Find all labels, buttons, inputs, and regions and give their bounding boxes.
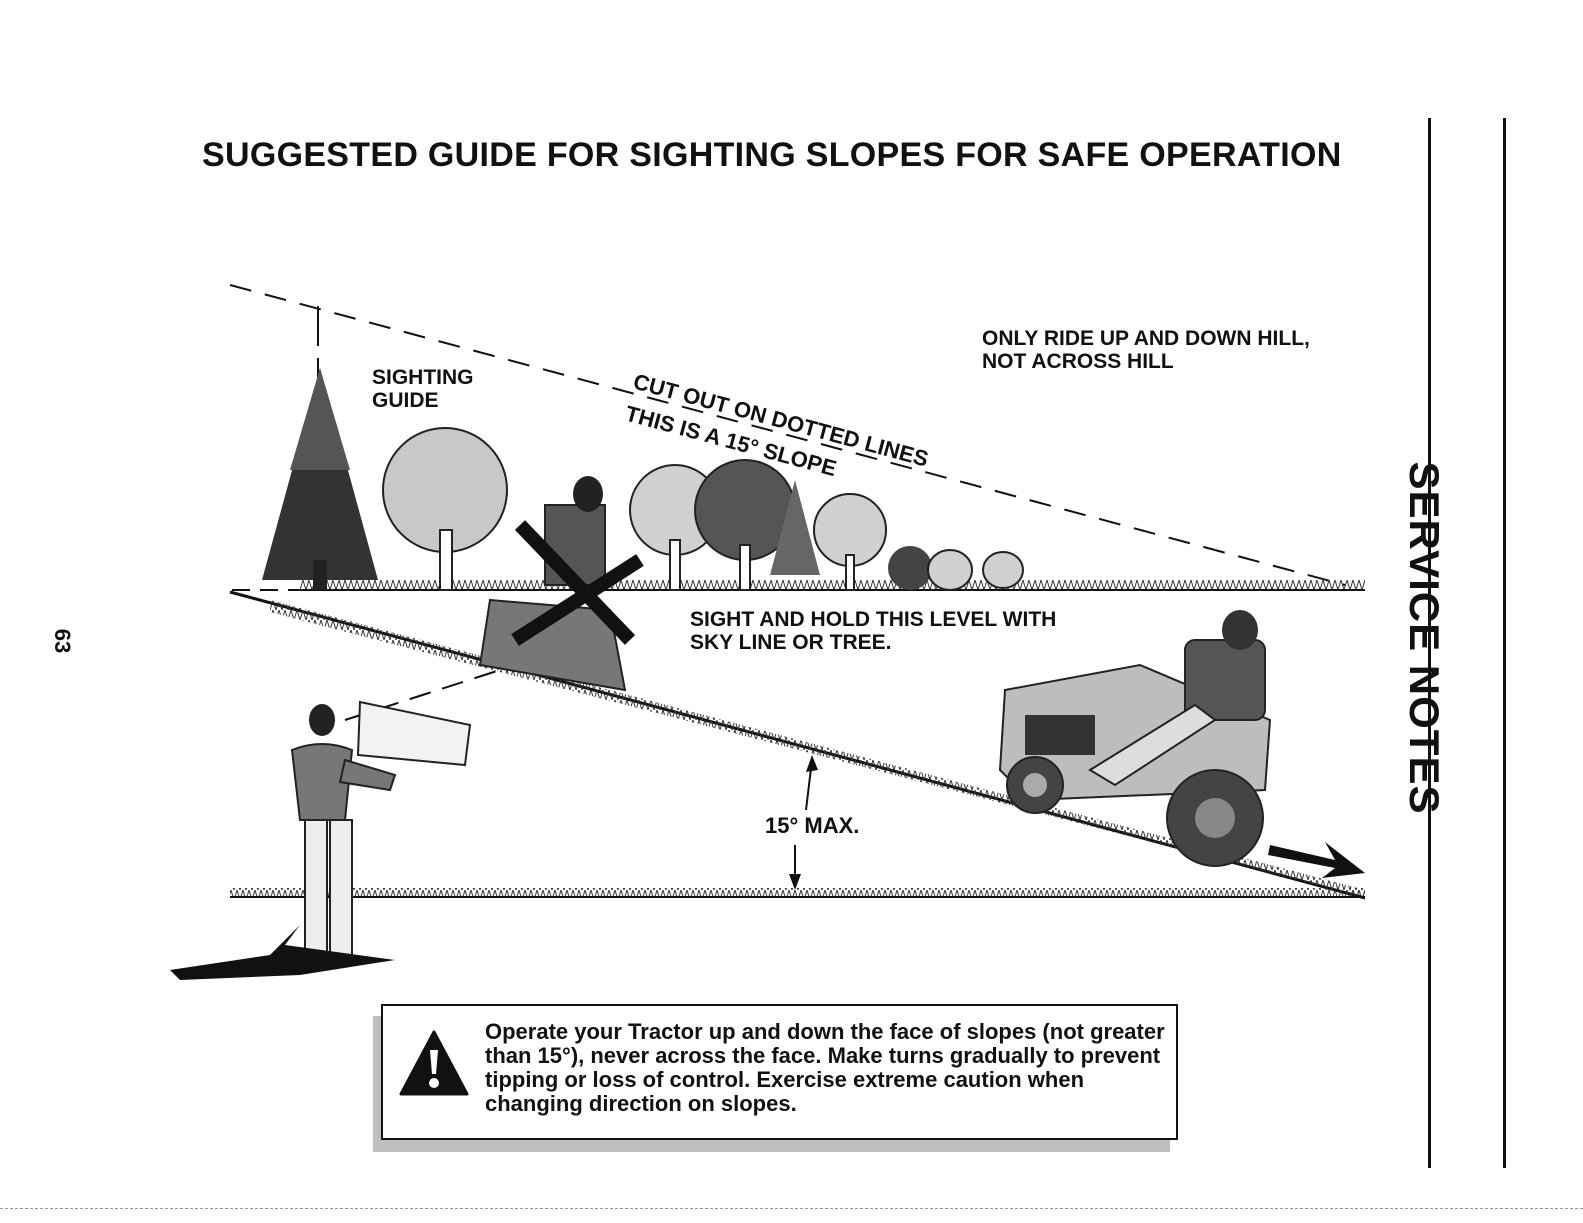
sight-dashed-line xyxy=(229,284,1346,586)
ride-label-line2: NOT ACROSS HILL xyxy=(982,350,1174,373)
tractor-across-hill-icon xyxy=(478,476,644,692)
warning-text: Operate your Tractor up and down the fac… xyxy=(485,1019,1165,1116)
horizon-grass xyxy=(300,580,1365,590)
direction-arrow-icon xyxy=(1268,842,1365,878)
side-divider-left xyxy=(1428,118,1431,1168)
sighting-guide-label-line1: SIGHTING xyxy=(372,366,474,389)
sighting-guide-label-line2: GUIDE xyxy=(372,389,439,412)
angle-label: 15° MAX. xyxy=(765,813,859,838)
bottom-grass xyxy=(230,888,1365,897)
sighting-guide-card xyxy=(356,700,472,767)
person-sighting-icon xyxy=(170,700,472,980)
sight-label-line1: SIGHT AND HOLD THIS LEVEL WITH xyxy=(690,608,1057,631)
evergreen-tree-icon xyxy=(262,368,378,590)
deciduous-tree-icon xyxy=(382,427,508,591)
warning-triangle-icon xyxy=(399,1030,469,1096)
warning-box: Operate your Tractor up and down the fac… xyxy=(381,1004,1178,1140)
page-title: SUGGESTED GUIDE FOR SIGHTING SLOPES FOR … xyxy=(202,136,1342,174)
bottom-rule xyxy=(0,1208,1583,1210)
sight-label-line2: SKY LINE OR TREE. xyxy=(690,631,892,654)
tractor-up-hill-icon xyxy=(998,610,1272,867)
wrong-x-mark xyxy=(514,520,636,645)
ride-label-line1: ONLY RIDE UP AND DOWN HILL, xyxy=(982,327,1310,350)
ride-instruction-label: ONLY RIDE UP AND DOWN HILL, NOT ACROSS H… xyxy=(982,327,1310,373)
tree-group-icon xyxy=(629,459,1024,591)
sight-instruction-label: SIGHT AND HOLD THIS LEVEL WITH SKY LINE … xyxy=(690,608,1056,654)
side-divider-right xyxy=(1503,118,1506,1168)
walk-arrow-icon xyxy=(170,925,395,980)
eye-dashed-line xyxy=(344,669,501,721)
sighting-guide-label: SIGHTING GUIDE xyxy=(372,366,474,412)
